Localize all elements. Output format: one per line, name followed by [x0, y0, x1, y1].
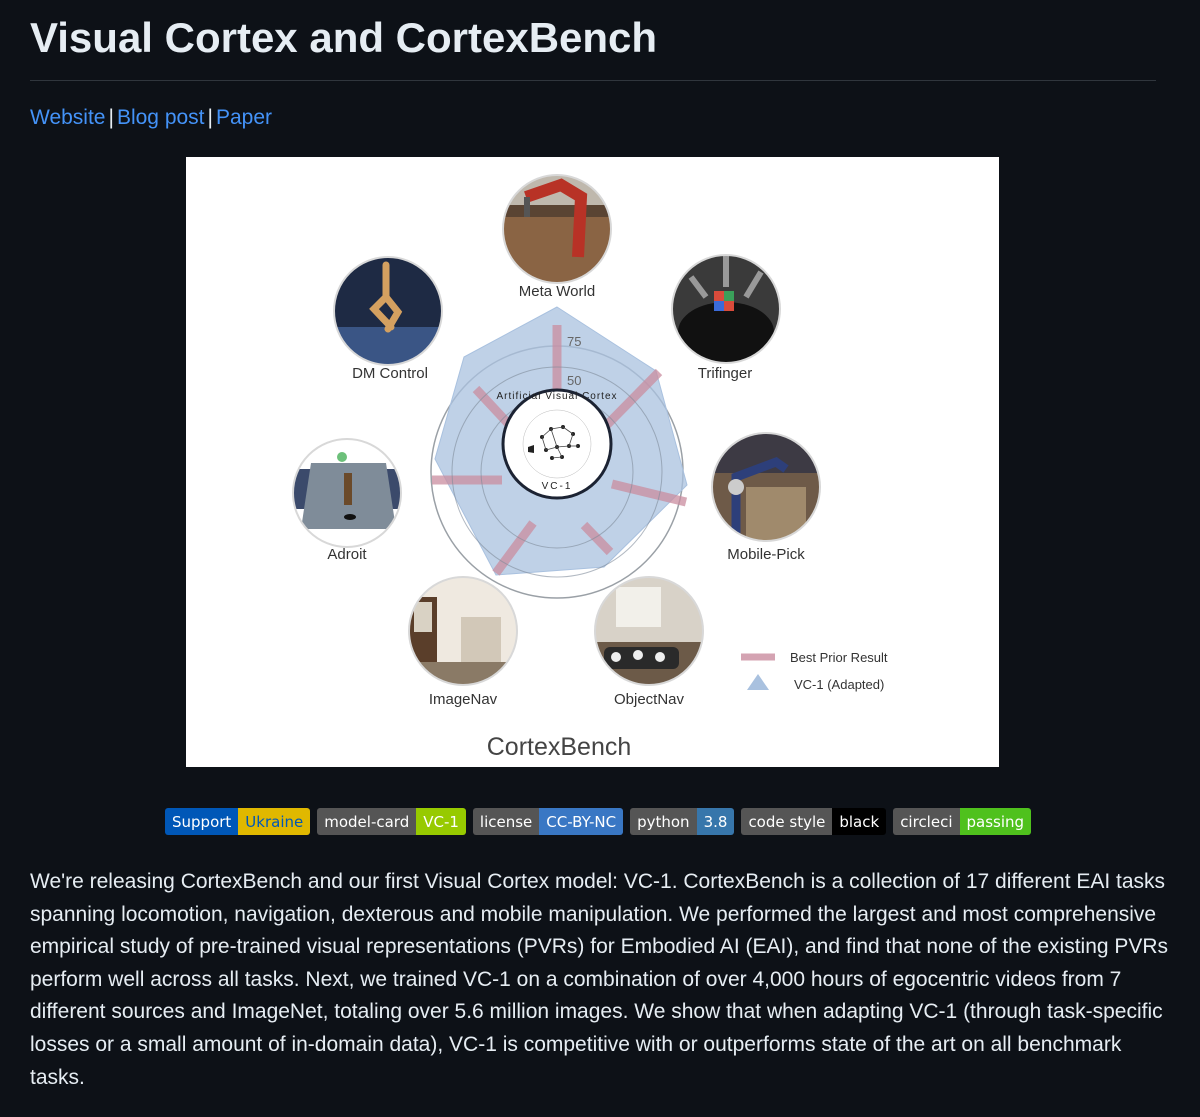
task-label-adroit: Adroit: [327, 546, 367, 563]
task-label-dm-control: DM Control: [352, 365, 428, 382]
badge-left: circleci: [893, 808, 960, 835]
meta-world-thumbnail: [502, 174, 612, 284]
badge-left: Support: [165, 808, 239, 835]
badge-right: passing: [959, 808, 1032, 835]
legend-label-best-prior: Best Prior Result: [790, 650, 888, 665]
description-paragraph: We're releasing CortexBench and our firs…: [30, 870, 1169, 1089]
cortexbench-radar-illustration: 75 50: [292, 174, 888, 761]
links-row: Website|Blog post|Paper: [30, 106, 272, 130]
badge-right: 3.8: [696, 808, 735, 835]
badge-right: black: [832, 808, 887, 835]
mobile-pick-thumbnail: [711, 432, 821, 542]
python-badge[interactable]: python 3.8: [630, 808, 735, 835]
figure-caption: CortexBench: [487, 733, 632, 761]
task-label-imagenav: ImageNav: [429, 691, 498, 708]
link-separator: |: [108, 106, 114, 129]
adroit-thumbnail: [292, 438, 402, 548]
task-labels: Meta World Trifinger Mobile-Pick ObjectN…: [327, 283, 805, 708]
trifinger-thumbnail: [671, 254, 781, 364]
blog-post-link[interactable]: Blog post: [116, 106, 205, 129]
task-label-trifinger: Trifinger: [698, 365, 752, 382]
code-style-badge[interactable]: code style black: [741, 808, 887, 835]
paper-link[interactable]: Paper: [215, 106, 273, 129]
circleci-badge[interactable]: circleci passing: [893, 808, 1032, 835]
badge-right: Ukraine: [238, 808, 311, 835]
task-label-objectnav: ObjectNav: [614, 691, 685, 708]
legend-swatch-vc1: [747, 674, 769, 690]
figure-legend: Best Prior Result VC-1 (Adapted): [741, 650, 888, 692]
badges-row: Support Ukraine model-card VC-1 license …: [165, 808, 1032, 835]
link-separator: |: [207, 106, 213, 129]
badge-left: python: [630, 808, 697, 835]
radar-tick-75: 75: [567, 334, 581, 349]
license-badge[interactable]: license CC-BY-NC: [472, 808, 624, 835]
imagenav-thumbnail: [408, 576, 518, 686]
website-link[interactable]: Website: [30, 106, 106, 129]
support-ukraine-badge[interactable]: Support Ukraine: [165, 808, 311, 835]
title-divider: [30, 80, 1156, 81]
logo-arc-text: Artificial Visual Cortex: [496, 391, 617, 402]
objectnav-thumbnail: [594, 576, 704, 686]
badge-right: CC-BY-NC: [539, 808, 624, 835]
radar-tick-50: 50: [567, 373, 581, 388]
task-label-meta-world: Meta World: [519, 283, 595, 300]
cortexbench-figure: 75 50: [186, 157, 999, 767]
badge-left: code style: [741, 808, 833, 835]
legend-label-vc1: VC-1 (Adapted): [794, 677, 884, 692]
badge-left: model-card: [317, 808, 417, 835]
page-title: Visual Cortex and CortexBench: [30, 14, 658, 61]
logo-model-text: VC-1: [542, 481, 573, 492]
dm-control-thumbnail: [333, 256, 443, 366]
model-card-badge[interactable]: model-card VC-1: [317, 808, 466, 835]
task-label-mobile-pick: Mobile-Pick: [727, 546, 805, 563]
badge-right: VC-1: [416, 808, 466, 835]
badge-left: license: [472, 808, 540, 835]
vc1-logo: Artificial Visual Cortex VC-1: [496, 388, 617, 500]
